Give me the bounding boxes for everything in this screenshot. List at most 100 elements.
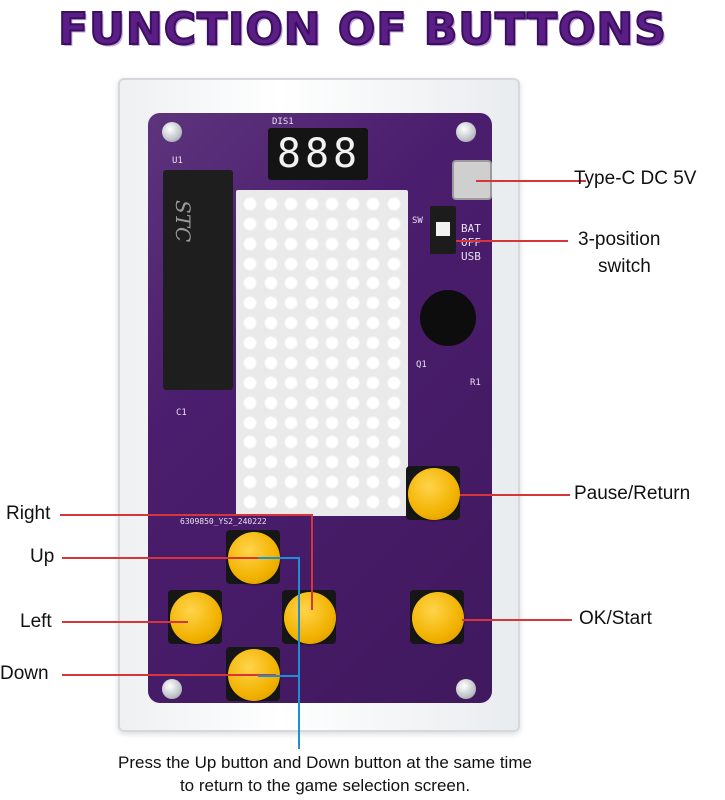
right-button[interactable] <box>284 592 336 644</box>
led-dot <box>366 495 381 510</box>
led-dot <box>325 375 340 390</box>
silk-c1: C1 <box>176 408 187 418</box>
led-dot <box>284 455 299 470</box>
led-dot <box>386 276 401 291</box>
led-dot <box>366 236 381 251</box>
led-dot <box>386 375 401 390</box>
led-dot <box>345 256 360 271</box>
led-dot <box>263 495 278 510</box>
led-dot <box>263 455 278 470</box>
chip-brand-label: STC <box>171 200 195 243</box>
led-dot <box>366 336 381 351</box>
led-dot <box>386 455 401 470</box>
led-dot <box>243 216 258 231</box>
silk-sw: SW <box>412 216 423 226</box>
pointer-note-vertical <box>298 557 300 749</box>
led-dot <box>243 276 258 291</box>
page-title: FUNCTION OF BUTTONS <box>57 3 667 56</box>
led-dot <box>243 336 258 351</box>
ok-start-button[interactable] <box>412 592 464 644</box>
led-dot <box>304 355 319 370</box>
led-dot <box>325 196 340 211</box>
pointer-left <box>62 621 188 623</box>
led-dot <box>243 455 258 470</box>
led-dot <box>345 236 360 251</box>
led-dot <box>284 316 299 331</box>
screw-top-left <box>162 122 182 142</box>
led-dot <box>263 395 278 410</box>
silk-off: OFF <box>461 236 481 249</box>
note-line-1: Press the Up button and Down button at t… <box>118 753 532 772</box>
led-dot <box>345 375 360 390</box>
led-dot <box>366 216 381 231</box>
led-dot <box>284 276 299 291</box>
note-line-2: to return to the game selection screen. <box>179 776 471 795</box>
led-dot <box>243 375 258 390</box>
label-type-c: Type-C DC 5V <box>574 168 697 189</box>
led-dot <box>284 196 299 211</box>
led-dot <box>304 475 319 490</box>
led-dot <box>366 355 381 370</box>
led-dot <box>386 296 401 311</box>
silk-dis1: DIS1 <box>272 117 294 127</box>
led-dot <box>325 236 340 251</box>
led-dot <box>366 296 381 311</box>
led-dot <box>386 475 401 490</box>
led-dot <box>325 415 340 430</box>
led-dot <box>386 216 401 231</box>
label-switch-line2: switch <box>598 256 651 277</box>
led-dot <box>304 236 319 251</box>
led-dot <box>304 455 319 470</box>
pause-return-button[interactable] <box>408 468 460 520</box>
led-dot <box>386 336 401 351</box>
led-dot <box>345 395 360 410</box>
led-dot <box>243 196 258 211</box>
pointer-right-horizontal <box>60 514 312 516</box>
led-dot <box>263 196 278 211</box>
led-dot <box>345 296 360 311</box>
led-dot <box>366 375 381 390</box>
led-dot <box>345 196 360 211</box>
led-dot <box>386 256 401 271</box>
led-dot <box>325 276 340 291</box>
led-dot <box>366 276 381 291</box>
label-right: Right <box>6 503 51 524</box>
led-dot <box>345 276 360 291</box>
led-dot <box>366 395 381 410</box>
led-dot <box>243 236 258 251</box>
led-dot <box>304 256 319 271</box>
led-dot <box>366 455 381 470</box>
led-dot <box>345 415 360 430</box>
silk-board-code: 6309850_YS2_240222 <box>180 517 267 526</box>
led-dot <box>304 435 319 450</box>
led-dot <box>386 415 401 430</box>
led-dot <box>366 475 381 490</box>
pointer-switch <box>456 240 568 242</box>
left-button[interactable] <box>170 592 222 644</box>
led-dot <box>325 336 340 351</box>
silk-u1: U1 <box>172 156 183 166</box>
led-dot <box>366 196 381 211</box>
led-dot <box>243 415 258 430</box>
pointer-note-up <box>258 557 299 559</box>
led-dot <box>366 256 381 271</box>
led-dot <box>325 355 340 370</box>
led-dot <box>386 355 401 370</box>
led-dot <box>263 296 278 311</box>
led-dot <box>243 395 258 410</box>
led-dot <box>263 435 278 450</box>
led-dot <box>345 495 360 510</box>
label-switch-line1: 3-position <box>578 229 661 250</box>
led-dot <box>325 495 340 510</box>
led-dot <box>284 435 299 450</box>
screw-top-right <box>456 122 476 142</box>
screw-bottom-left <box>162 679 182 699</box>
led-dot <box>263 336 278 351</box>
led-dot <box>345 455 360 470</box>
power-switch-knob[interactable] <box>436 222 450 236</box>
led-dot <box>304 395 319 410</box>
led-dot <box>284 336 299 351</box>
led-dot <box>325 475 340 490</box>
led-dot <box>284 296 299 311</box>
led-dot <box>243 435 258 450</box>
